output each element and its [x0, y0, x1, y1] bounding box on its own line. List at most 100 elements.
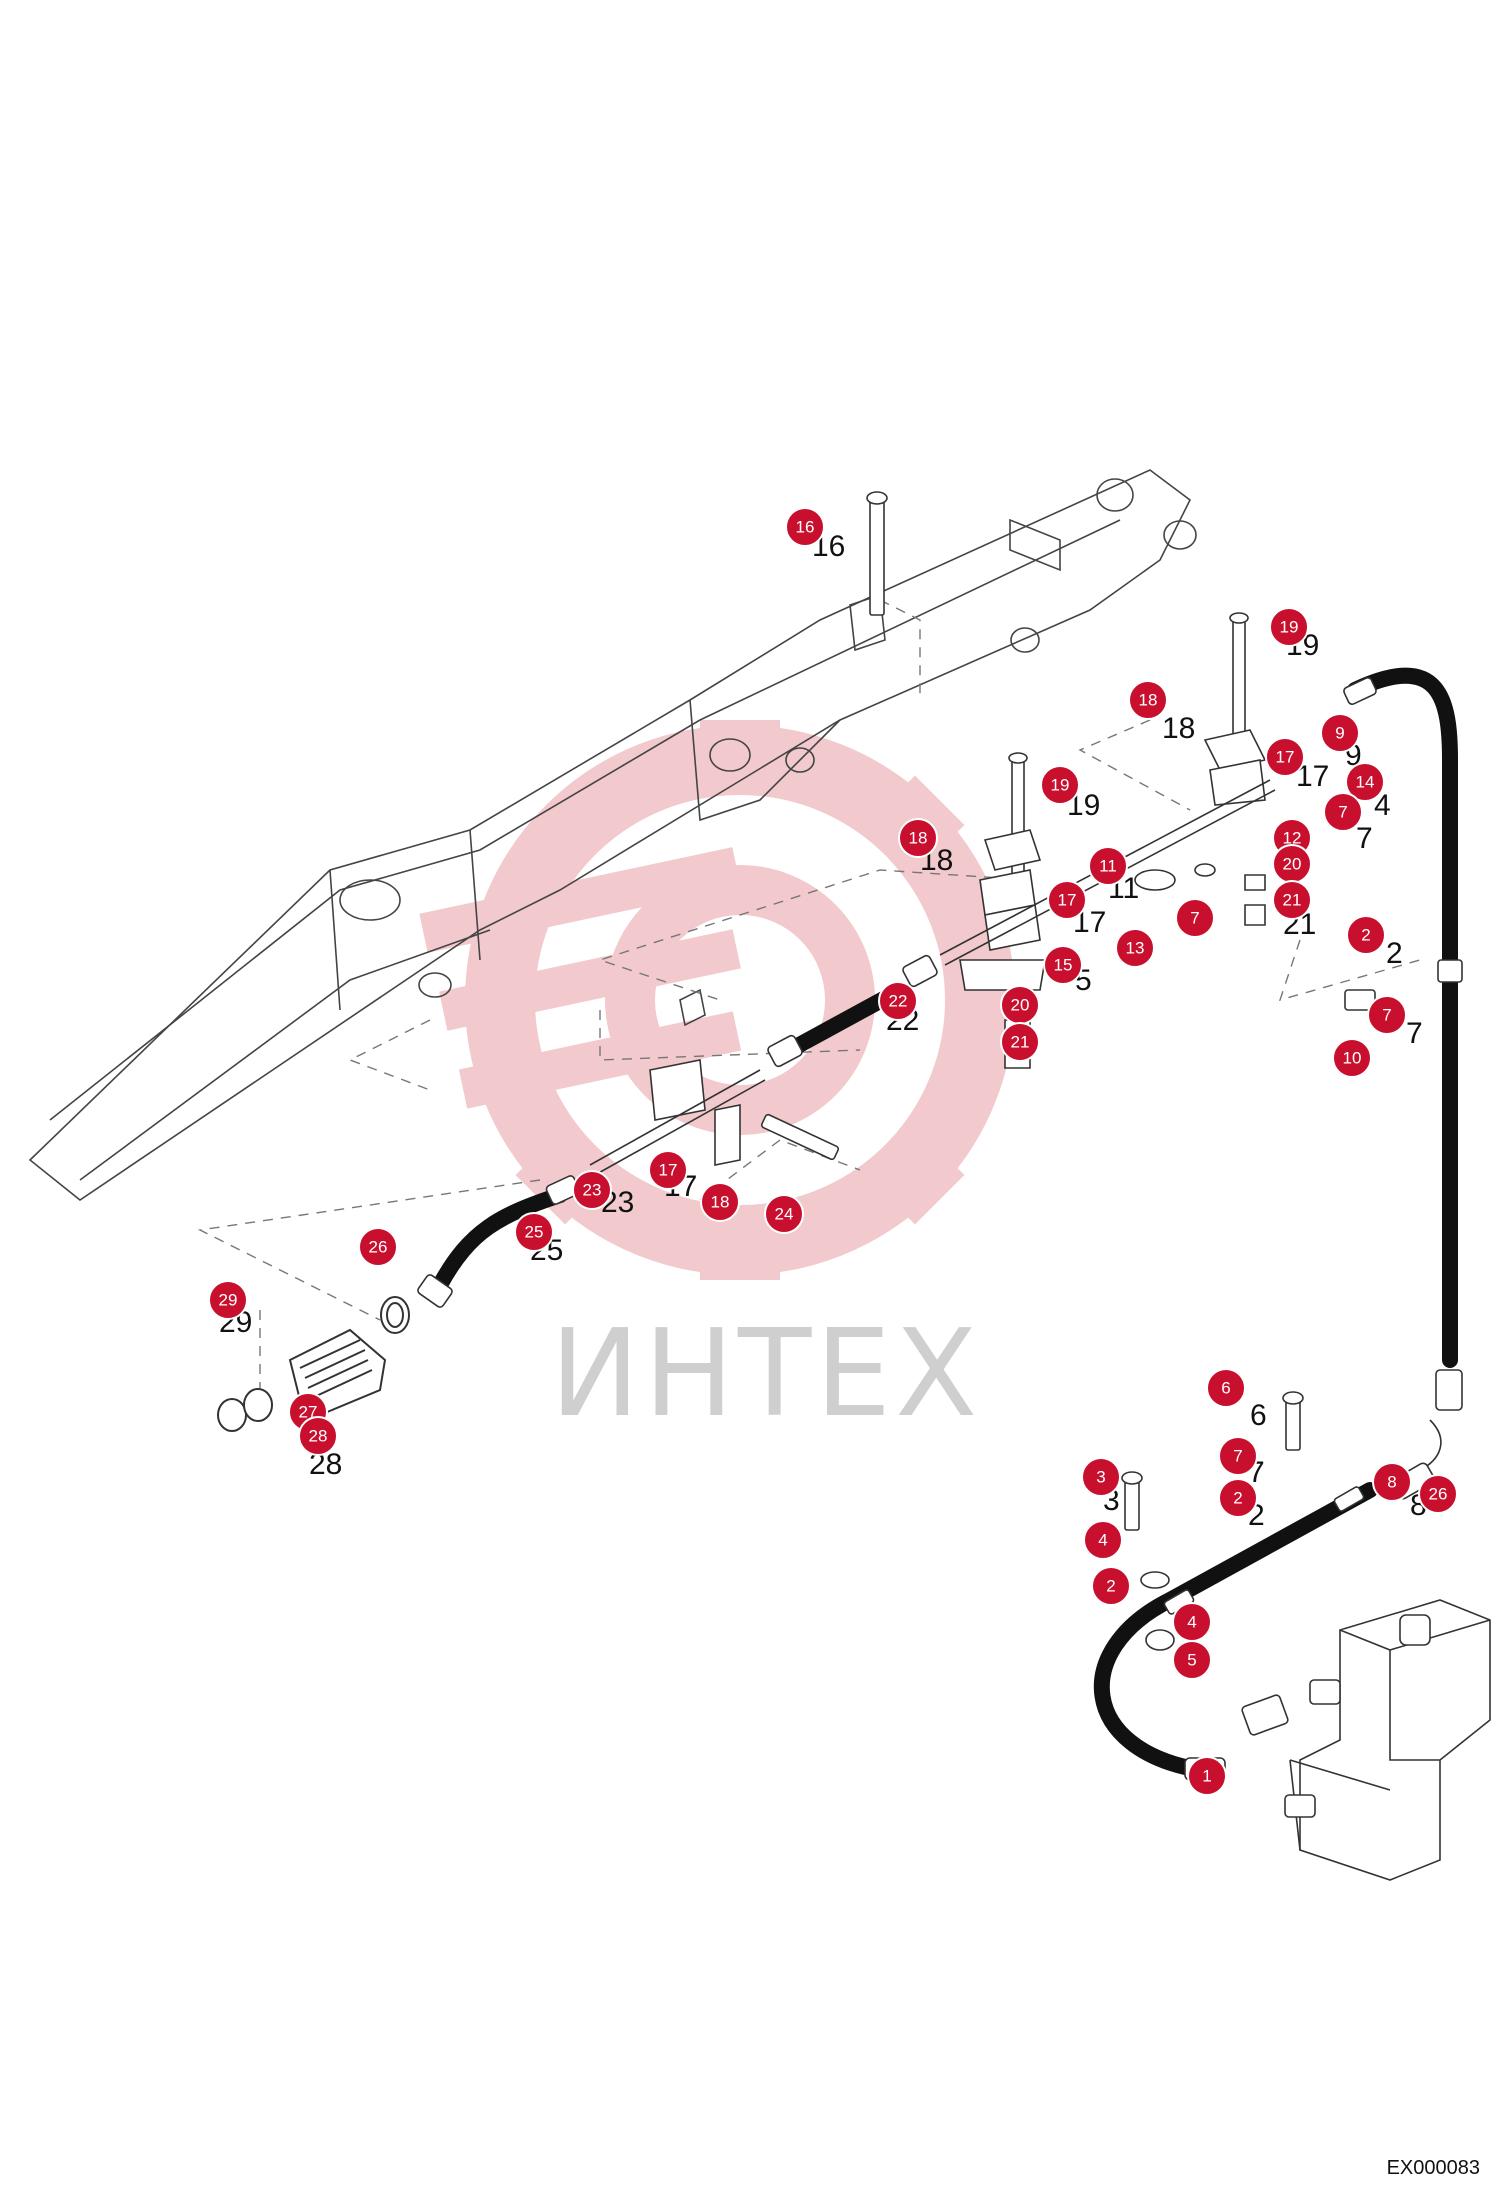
- callout-marker[interactable]: [785, 507, 825, 547]
- callout-marker[interactable]: [1345, 762, 1385, 802]
- part-callout-3[interactable]: 3: [1081, 1457, 1121, 1497]
- callout-number: 18: [711, 1193, 730, 1212]
- part-callout-2[interactable]: 2: [1346, 915, 1386, 955]
- callout-marker[interactable]: [1418, 1474, 1458, 1514]
- part-callout-18[interactable]: 18: [700, 1182, 740, 1222]
- part-callout-14[interactable]: 14: [1345, 762, 1385, 802]
- callout-marker[interactable]: [1367, 995, 1407, 1035]
- part-callout-26[interactable]: 26: [358, 1227, 398, 1267]
- part-callout-23[interactable]: 23: [572, 1170, 612, 1210]
- part-callout-10[interactable]: 10: [1332, 1038, 1372, 1078]
- part-callout-5[interactable]: 5: [1172, 1640, 1212, 1680]
- callout-marker[interactable]: [1043, 945, 1083, 985]
- part-callout-17[interactable]: 17: [1047, 880, 1087, 920]
- callout-marker[interactable]: [1128, 680, 1168, 720]
- part-callout-17[interactable]: 17: [648, 1150, 688, 1190]
- part-callout-13[interactable]: 13: [1115, 928, 1155, 968]
- callout-marker[interactable]: [648, 1150, 688, 1190]
- part-number-label: 7: [1356, 822, 1373, 855]
- callout-number: 4: [1098, 1531, 1107, 1550]
- callout-marker[interactable]: [1083, 1520, 1123, 1560]
- callout-number: 20: [1283, 855, 1302, 874]
- part-callout-21[interactable]: 21: [1272, 880, 1312, 920]
- callout-marker[interactable]: [1265, 737, 1305, 777]
- callout-marker[interactable]: [1040, 765, 1080, 805]
- part-callout-1[interactable]: 1: [1187, 1756, 1227, 1796]
- callout-marker[interactable]: [764, 1194, 804, 1234]
- callout-marker[interactable]: [298, 1416, 338, 1456]
- part-callout-28[interactable]: 28: [298, 1416, 338, 1456]
- callout-number: 7: [1190, 909, 1199, 928]
- callout-marker[interactable]: [1332, 1038, 1372, 1078]
- part-callout-29[interactable]: 29: [208, 1280, 248, 1320]
- callout-marker[interactable]: [572, 1170, 612, 1210]
- part-callout-6[interactable]: 6: [1206, 1368, 1246, 1408]
- part-callout-24[interactable]: 24: [764, 1194, 804, 1234]
- callout-number: 17: [1058, 891, 1077, 910]
- callout-marker[interactable]: [1187, 1756, 1227, 1796]
- part-callout-17[interactable]: 17: [1265, 737, 1305, 777]
- hose-25: [432, 1187, 568, 1293]
- valve-block: [1241, 1599, 1491, 1881]
- callout-marker[interactable]: [208, 1280, 248, 1320]
- callout-marker[interactable]: [878, 981, 918, 1021]
- part-callout-20[interactable]: 20: [1272, 844, 1312, 884]
- callout-marker[interactable]: [1323, 792, 1363, 832]
- part-callout-9[interactable]: 9: [1320, 713, 1360, 753]
- part-number-label: 2: [1386, 937, 1403, 970]
- callout-number: 2: [1106, 1577, 1115, 1596]
- part-callout-26[interactable]: 26: [1418, 1474, 1458, 1514]
- callout-number: 2: [1361, 926, 1370, 945]
- part-callout-25[interactable]: 25: [514, 1212, 554, 1252]
- callout-number: 7: [1382, 1006, 1391, 1025]
- part-callout-18[interactable]: 18: [898, 818, 938, 858]
- callout-marker[interactable]: [1218, 1478, 1258, 1518]
- callout-marker[interactable]: [1081, 1457, 1121, 1497]
- callout-marker[interactable]: [358, 1227, 398, 1267]
- callout-marker[interactable]: [1047, 880, 1087, 920]
- part-callout-22[interactable]: 22: [878, 981, 918, 1021]
- part-callout-18[interactable]: 18: [1128, 680, 1168, 720]
- callout-marker[interactable]: [1172, 1640, 1212, 1680]
- part-callout-2[interactable]: 2: [1091, 1566, 1131, 1606]
- callout-marker[interactable]: [1320, 713, 1360, 753]
- callout-number: 26: [1429, 1485, 1448, 1504]
- part-callout-7[interactable]: 7: [1323, 792, 1363, 832]
- callout-marker[interactable]: [1088, 846, 1128, 886]
- part-callout-19[interactable]: 19: [1269, 607, 1309, 647]
- callout-marker[interactable]: [514, 1212, 554, 1252]
- part-callout-2[interactable]: 2: [1218, 1478, 1258, 1518]
- callout-number: 12: [1283, 829, 1302, 848]
- watermark-brand-text: ИНТЕХ: [550, 1305, 981, 1444]
- part-callout-7[interactable]: 7: [1218, 1436, 1258, 1476]
- callout-marker[interactable]: [1269, 607, 1309, 647]
- part-callout-7[interactable]: 7: [1367, 995, 1407, 1035]
- part-callout-4[interactable]: 4: [1083, 1520, 1123, 1560]
- callout-number: 18: [1139, 691, 1158, 710]
- callout-marker[interactable]: [700, 1182, 740, 1222]
- callout-number: 24: [775, 1205, 794, 1224]
- part-callout-21[interactable]: 21: [1000, 1022, 1040, 1062]
- part-callout-7[interactable]: 7: [1175, 898, 1215, 938]
- part-callout-19[interactable]: 19: [1040, 765, 1080, 805]
- part-callout-16[interactable]: 16: [785, 507, 825, 547]
- callout-marker[interactable]: [1272, 880, 1312, 920]
- part-number-label: 6: [1250, 1399, 1267, 1432]
- part-callout-11[interactable]: 11: [1088, 846, 1128, 886]
- callout-marker[interactable]: [1206, 1368, 1246, 1408]
- callout-number: 19: [1051, 776, 1070, 795]
- part-callout-20[interactable]: 20: [1000, 985, 1040, 1025]
- callout-marker[interactable]: [1346, 915, 1386, 955]
- callout-marker[interactable]: [1115, 928, 1155, 968]
- part-number-label: 7: [1406, 1017, 1423, 1050]
- callout-marker[interactable]: [1175, 898, 1215, 938]
- callout-marker[interactable]: [1218, 1436, 1258, 1476]
- callout-marker[interactable]: [898, 818, 938, 858]
- part-callout-15[interactable]: 15: [1043, 945, 1083, 985]
- part-callout-8[interactable]: 8: [1372, 1462, 1412, 1502]
- part-callout-4[interactable]: 4: [1172, 1602, 1212, 1642]
- callout-number: 25: [525, 1223, 544, 1242]
- callout-marker[interactable]: [1091, 1566, 1131, 1606]
- callout-marker[interactable]: [1000, 1022, 1040, 1062]
- callout-marker[interactable]: [1372, 1462, 1412, 1502]
